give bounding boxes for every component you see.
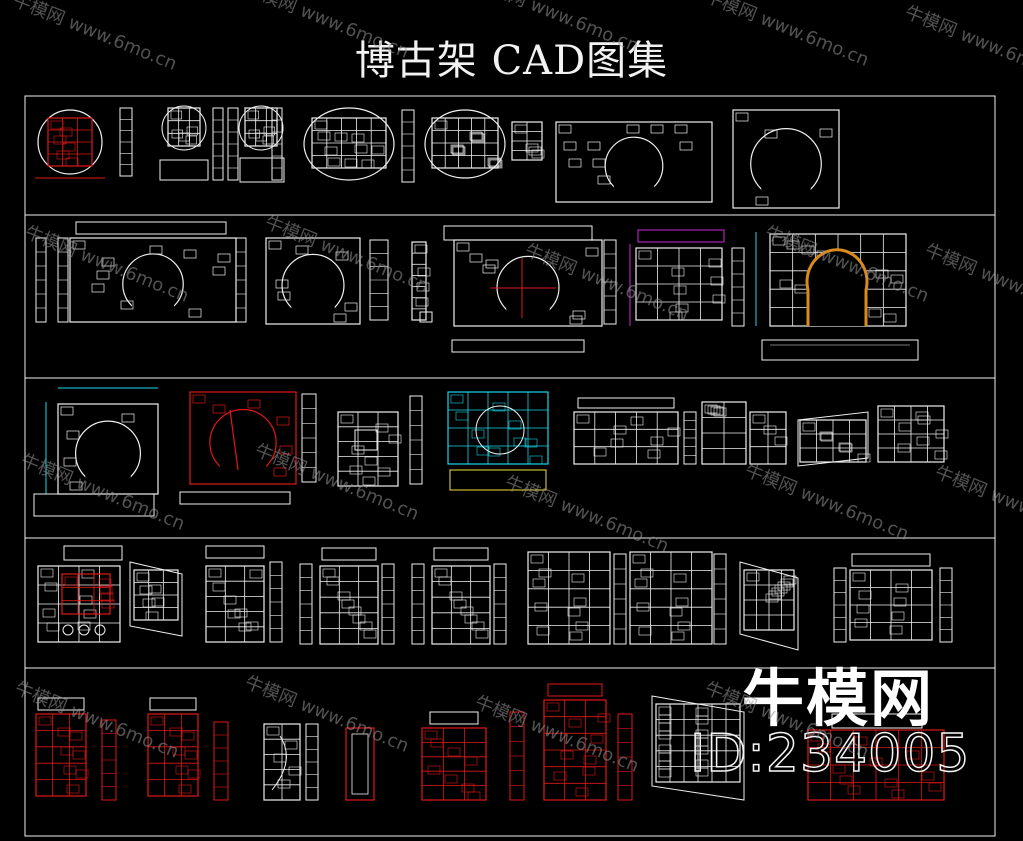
- cad-block: [613, 553, 627, 645]
- cad-block: [35, 697, 117, 801]
- cad-block: [271, 107, 283, 181]
- cad-block: [877, 405, 949, 463]
- cad-block: [75, 221, 227, 235]
- cad-block: [490, 258, 556, 318]
- cad-block: [511, 121, 545, 161]
- cad-block: [401, 109, 415, 183]
- cad-block: [761, 339, 919, 361]
- cad-block: [629, 551, 713, 645]
- cad-block: [453, 239, 603, 327]
- cad-block: [527, 551, 611, 645]
- cad-block: [119, 107, 133, 177]
- cad-block: [555, 121, 713, 203]
- cad-block: [603, 239, 617, 325]
- cad-block: [35, 237, 47, 323]
- cad-block: [409, 395, 423, 485]
- cad-block: [651, 695, 745, 801]
- cad-block: [265, 237, 361, 325]
- cad-block: [749, 411, 788, 465]
- cad-block: [443, 225, 593, 241]
- cad-block: [577, 397, 675, 409]
- cad-block: [129, 561, 183, 637]
- cad-block: [713, 553, 727, 645]
- cad-block: [189, 391, 297, 485]
- cad-block: [69, 237, 237, 323]
- cad-block: [303, 107, 395, 181]
- cad-block: [37, 565, 121, 643]
- cad-block: [543, 683, 611, 801]
- cad-block: [807, 713, 945, 801]
- cad-block: [731, 247, 745, 327]
- cad-block: [509, 711, 525, 801]
- cad-block: [345, 727, 375, 801]
- cad-block: [739, 561, 799, 651]
- cad-block: [424, 109, 506, 179]
- cad-block: [263, 723, 302, 801]
- cad-block: [421, 711, 487, 801]
- cad-block: [451, 339, 585, 353]
- cad-block: [833, 553, 953, 643]
- cad-block: [205, 545, 265, 643]
- cad-block: [33, 387, 159, 517]
- cad-block: [301, 393, 317, 483]
- cad-block: [797, 411, 871, 467]
- cad-block: [35, 109, 105, 179]
- cad-block: [57, 237, 69, 323]
- drawing-frame: [24, 95, 996, 837]
- cad-block: [755, 232, 907, 327]
- cad-block: [179, 409, 291, 505]
- cad-block: [369, 239, 389, 321]
- cad-block: [159, 105, 209, 181]
- cad-block: [629, 229, 726, 326]
- cad-block: [147, 697, 229, 801]
- drawing-title: 博古架 CAD图集: [354, 38, 669, 84]
- watermark-brand: 牛模网: [742, 662, 935, 735]
- cad-block: [732, 109, 840, 209]
- cad-block: [212, 107, 224, 181]
- cad-block: [269, 561, 283, 643]
- cad-block: [337, 411, 402, 487]
- cad-block: [227, 107, 239, 181]
- watermark-id: ID:234005: [689, 723, 971, 785]
- cad-block: [447, 391, 549, 491]
- cad-block: [617, 713, 633, 801]
- cad-block: [683, 411, 697, 465]
- cad-block: [573, 411, 681, 465]
- cad-block: [235, 237, 247, 323]
- cad-block: [701, 401, 747, 465]
- cad-block: [411, 241, 433, 323]
- cad-block: [411, 547, 507, 645]
- cad-block: [299, 547, 395, 645]
- cad-block: [63, 545, 123, 561]
- cad-block: [305, 723, 319, 801]
